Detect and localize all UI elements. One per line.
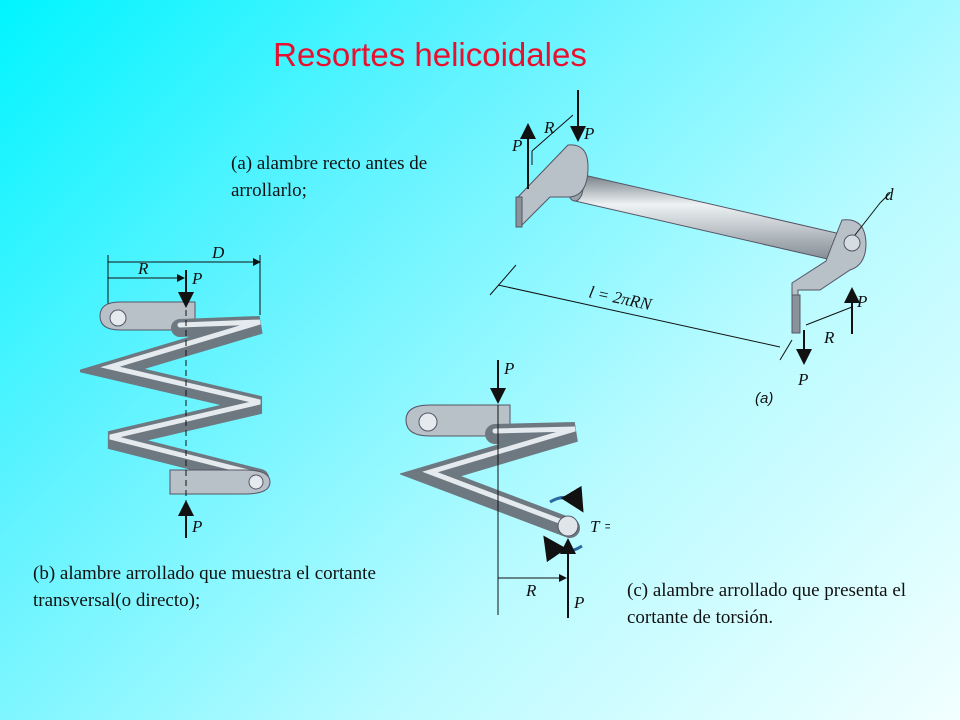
label-P-top-right: P — [583, 124, 594, 143]
caption-c: (c) alambre arrollado que presenta el co… — [627, 580, 907, 628]
label-P-top: P — [503, 359, 514, 378]
wire-segment — [400, 422, 580, 538]
label-R-top: R — [543, 118, 555, 137]
figure-a-straight-wire: P R P d l = 2πRN P R P (a) — [489, 90, 894, 407]
label-R: R — [525, 581, 537, 600]
figure-b-coiled-spring: D R P P — [80, 243, 271, 538]
label-R: R — [137, 259, 149, 278]
label-P-bottom: P — [191, 517, 202, 536]
figure-c-torsion: T = PR P P R — [400, 359, 610, 618]
label-R-bottom: R — [823, 328, 835, 347]
straight-rod — [574, 172, 846, 264]
left-crank — [517, 144, 589, 226]
label-P-bottom-right: P — [856, 292, 867, 311]
label-P-top: P — [191, 269, 202, 288]
caption-b: (b) alambre arrollado que muestra el cor… — [33, 563, 376, 611]
label-length: l = 2πRN — [587, 282, 655, 314]
label-torque: T = PR — [590, 517, 610, 536]
figure-a-tag: (a) — [755, 390, 773, 407]
caption-a: (a) alambre recto antes de arrollarlo; — [231, 153, 428, 201]
label-P-top-left: P — [511, 136, 522, 155]
label-D: D — [211, 243, 225, 262]
label-P-bottom: P — [797, 370, 808, 389]
label-d: d — [885, 185, 894, 204]
page-title: Resortes helicoidales — [273, 36, 587, 73]
label-P-bottom: P — [573, 593, 584, 612]
